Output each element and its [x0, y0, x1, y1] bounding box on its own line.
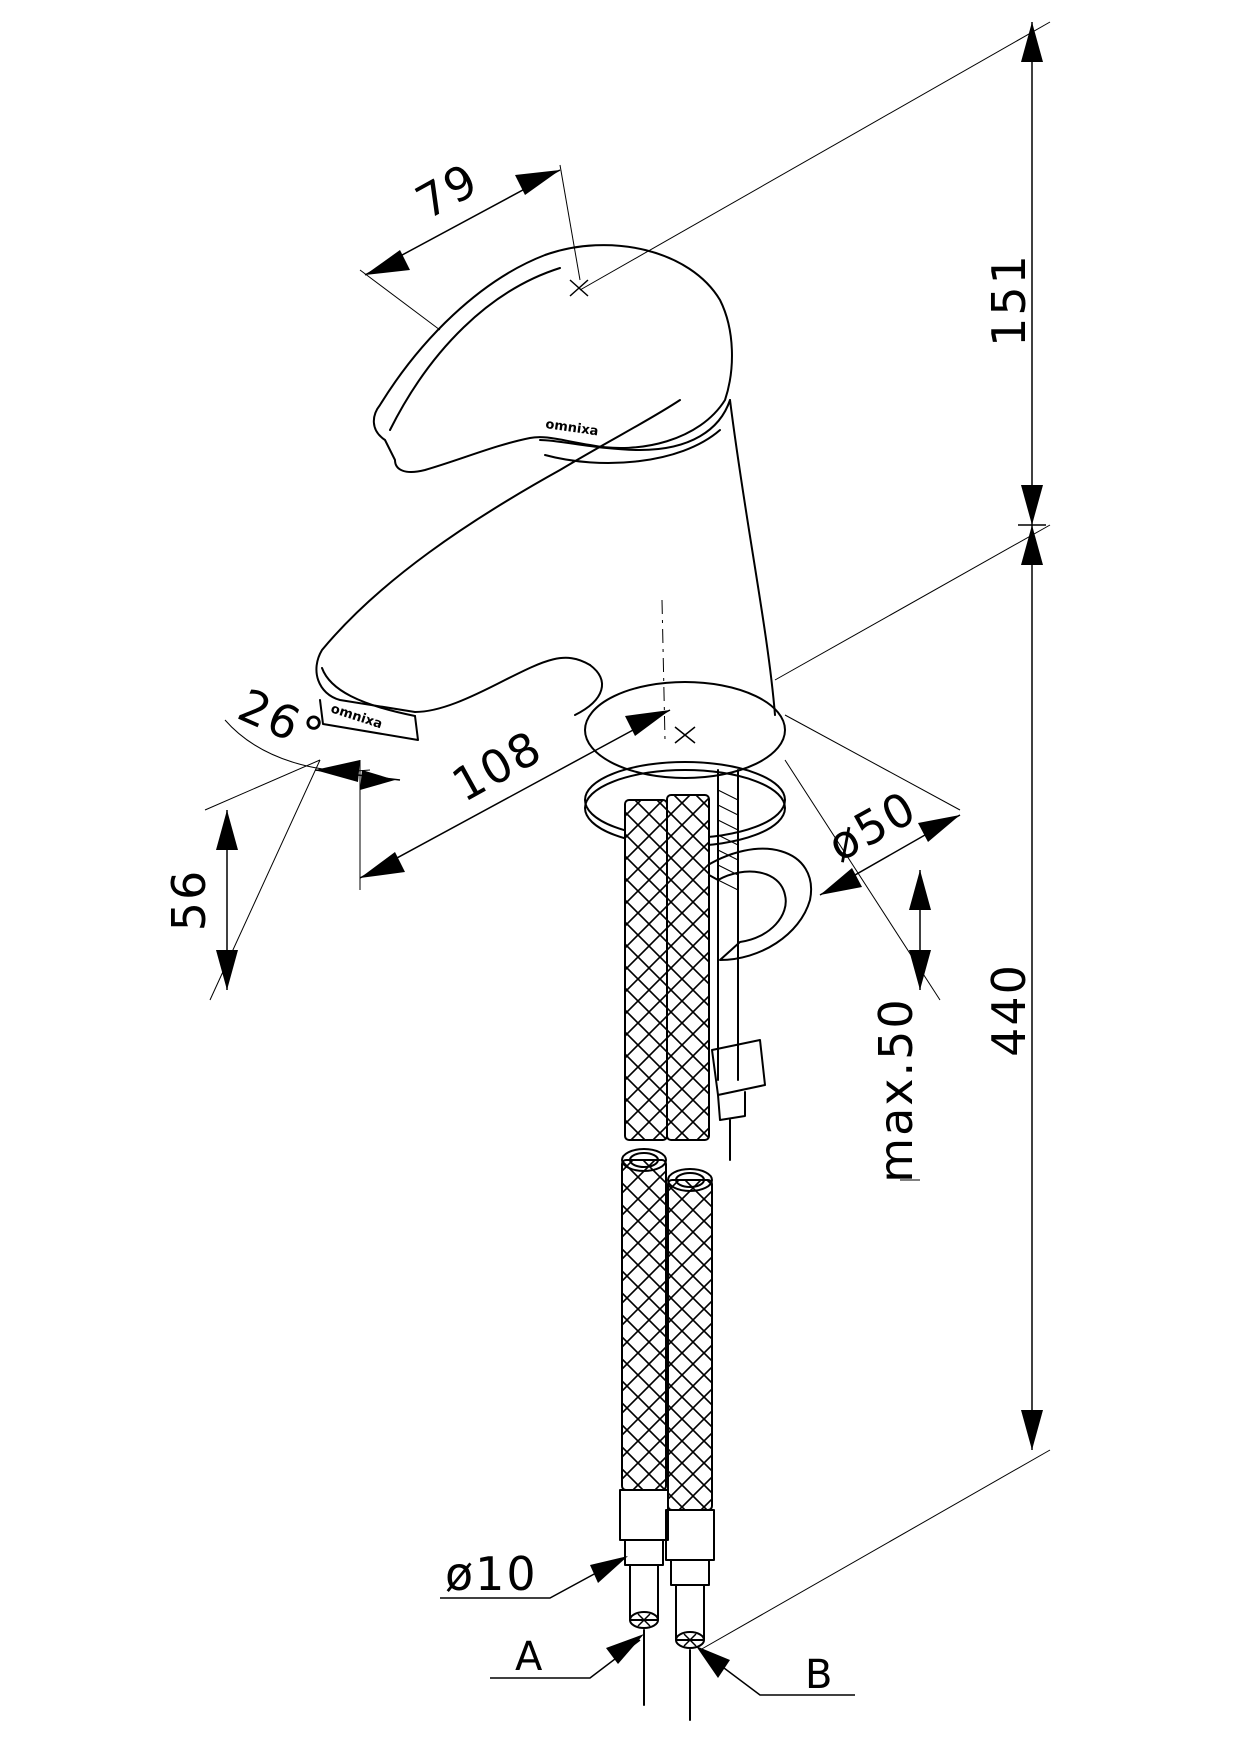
- dim-hose-diameter: ø10: [445, 1547, 538, 1601]
- hose-left-upper: [624, 799, 668, 1141]
- base-center-mark: [674, 726, 696, 744]
- mounting-nut: [711, 1039, 766, 1096]
- dimension-lines: 151 440 79 108 26° 56 ø50: [162, 21, 1051, 1698]
- aerator: [319, 699, 419, 741]
- dim-hose-length: 440: [982, 963, 1036, 1057]
- supply-hoses: [619, 794, 715, 1721]
- dim-base-diameter: ø50: [819, 780, 926, 872]
- horseshoe-plate: [699, 847, 813, 961]
- label-connection-a: A: [515, 1634, 543, 1680]
- fitting-right: [665, 1509, 715, 1641]
- faucet-body: omnixa omnixa: [315, 244, 786, 779]
- handle-center-mark: [569, 279, 589, 297]
- dim-handle-length: 79: [407, 152, 488, 230]
- base-ellipse: [584, 681, 786, 779]
- hose-right-lower: [667, 1179, 713, 1511]
- handle-logo: omnixa: [544, 417, 599, 439]
- label-connection-b: B: [805, 1652, 832, 1698]
- dim-height-upper: 151: [982, 253, 1036, 347]
- dim-spout-height: 56: [162, 869, 216, 932]
- hose-right-upper: [666, 794, 710, 1141]
- dim-spout-reach: 108: [443, 720, 551, 813]
- dim-max-deck: max.50: [869, 997, 923, 1182]
- fitting-left: [619, 1489, 669, 1621]
- dim-spout-angle: 26°: [231, 678, 333, 763]
- hose-left-lower: [621, 1159, 667, 1491]
